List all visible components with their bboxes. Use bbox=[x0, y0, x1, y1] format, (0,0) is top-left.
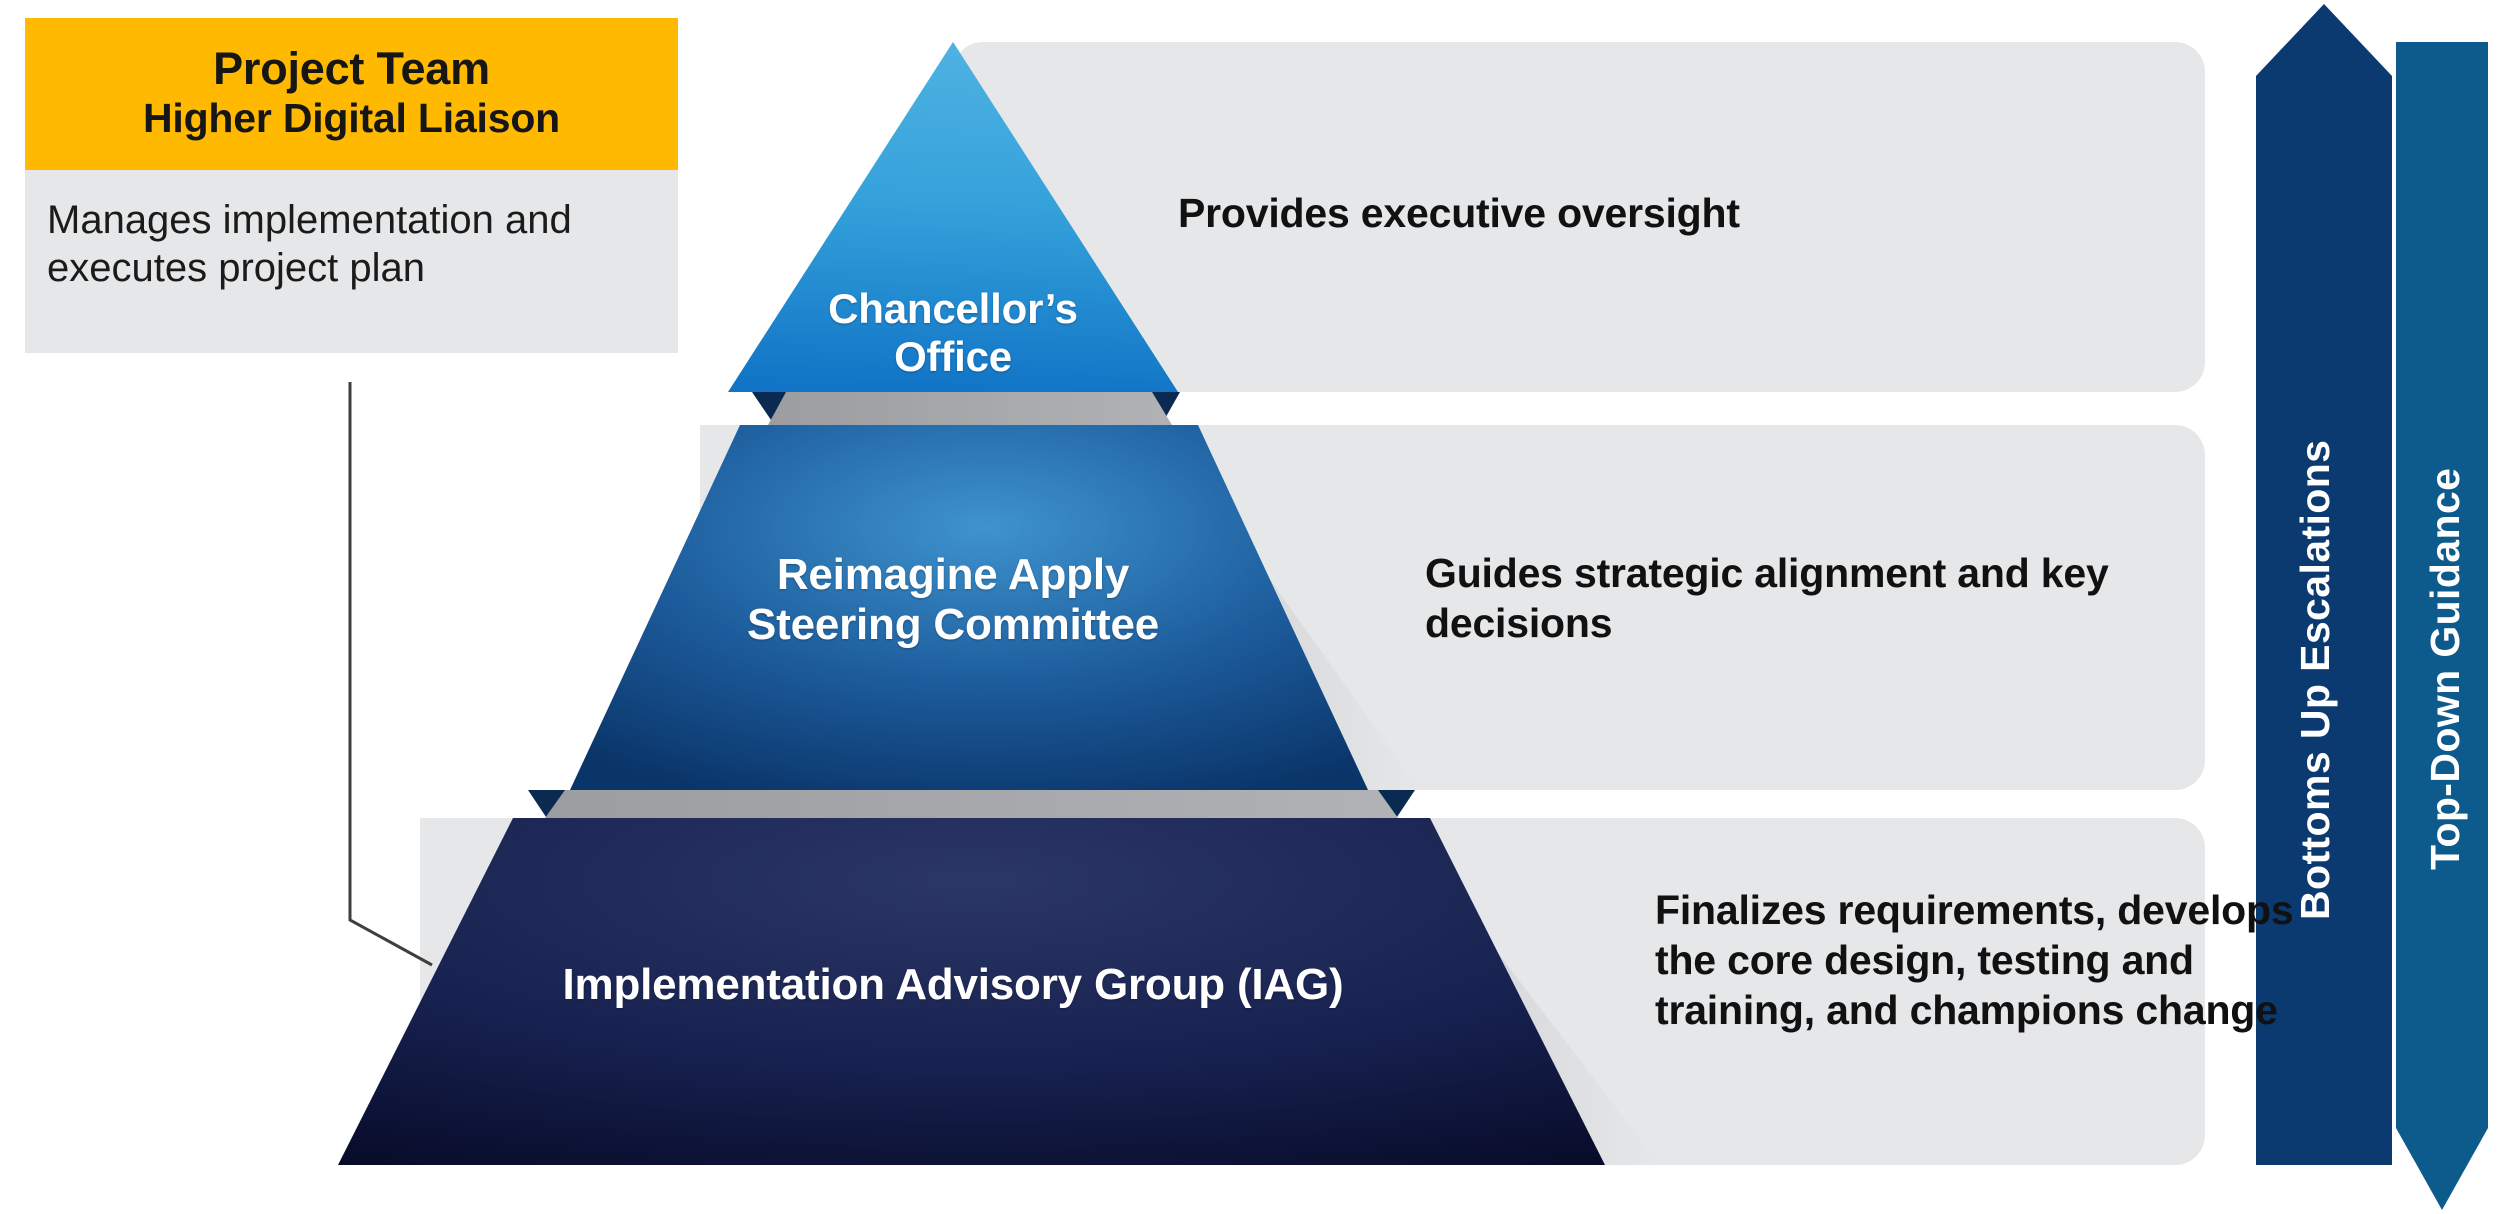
arrow-label-top-down-guidance: Top-Down Guidance bbox=[2422, 467, 2468, 870]
callout-title-line2: Higher Digital Liaison bbox=[142, 95, 561, 142]
tier-label-steering-committee: Reimagine Apply Steering Committee bbox=[653, 550, 1253, 650]
description-chancellors-office: Provides executive oversight bbox=[1178, 190, 1740, 236]
pyramid-tier-bottom[interactable] bbox=[338, 790, 1605, 1165]
tier-label-chancellors-office: Chancellor’s Office bbox=[753, 285, 1153, 381]
pyramid-tier-middle[interactable] bbox=[570, 392, 1368, 790]
pyramid-tier-top[interactable] bbox=[728, 42, 1178, 392]
tier-label-line1: Implementation Advisory Group (IAG) bbox=[562, 960, 1344, 1009]
description-implementation-advisory-group: Finalizes requirements, develops the cor… bbox=[1655, 887, 2294, 1034]
tier-label-line2: Steering Committee bbox=[746, 600, 1160, 650]
callout-connector bbox=[348, 382, 433, 967]
callout-header: Project Team Higher Digital Liaison bbox=[25, 18, 678, 170]
arrow-bottoms-up[interactable] bbox=[2256, 4, 2392, 1165]
arrow-label-bottoms-up-escalations: Bottoms Up Escalations bbox=[2292, 439, 2338, 920]
tier-label-line1: Reimagine Apply bbox=[776, 550, 1130, 599]
tier-label-line1: Chancellor’s bbox=[828, 285, 1078, 332]
arrow-top-down[interactable] bbox=[2396, 42, 2488, 1210]
tier-label-implementation-advisory-group: Implementation Advisory Group (IAG) bbox=[453, 960, 1453, 1010]
callout-title-line1: Project Team bbox=[213, 43, 490, 94]
project-team-callout: Project Team Higher Digital Liaison Mana… bbox=[25, 18, 678, 354]
tier-label-line2: Office bbox=[894, 332, 1012, 380]
callout-description: Manages implementation and executes proj… bbox=[25, 169, 678, 354]
description-steering-committee: Guides strategic alignment and key decis… bbox=[1425, 550, 2109, 647]
